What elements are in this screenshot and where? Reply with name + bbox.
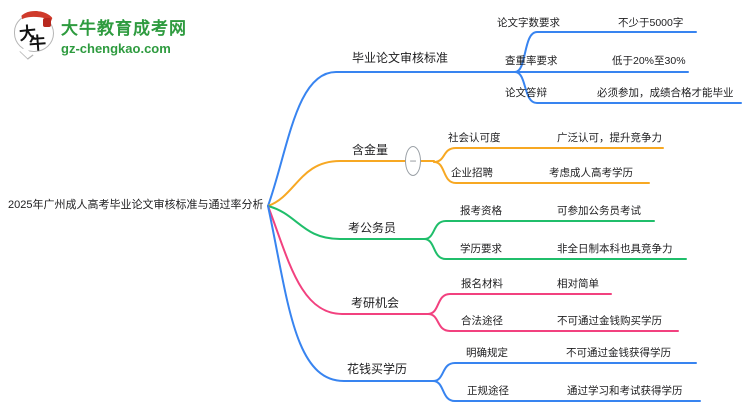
child-line-legal-channel: [427, 313, 679, 332]
site-url: gz-chengkao.com: [61, 41, 171, 56]
child-line-social-recognition: [433, 147, 664, 163]
node-formal-channel-value[interactable]: 通过学习和考试获得学历: [567, 385, 683, 397]
logo-speech-bubble-icon: 大 牛: [14, 9, 55, 60]
node-eligibility-label[interactable]: 报考资格: [460, 205, 502, 217]
branch-civil-service[interactable]: 考公务员: [348, 221, 397, 235]
branch-value[interactable]: 含金量: [352, 143, 389, 157]
minus-icon: −: [409, 154, 417, 168]
node-clear-rule-label[interactable]: 明确规定: [466, 347, 508, 359]
child-line-formal-channel: [432, 380, 701, 402]
node-defense-value[interactable]: 必须参加，成绩合格才能毕业: [597, 87, 734, 99]
child-line-clear-rule: [432, 362, 697, 382]
child-line-defense: [514, 71, 742, 104]
logo-red-seal: [43, 18, 51, 27]
branch-line-civil-service: [267, 205, 425, 240]
node-recruiting-value[interactable]: 考虑成人高考学历: [549, 167, 633, 179]
child-line-degree-requirement: [423, 238, 687, 260]
logo-char-2: 牛: [28, 33, 47, 55]
node-social-recognition-label[interactable]: 社会认可度: [448, 132, 501, 144]
central-topic[interactable]: 2025年广州成人高考毕业论文审核标准与通过率分析: [8, 199, 264, 211]
logo-text-block: 大牛教育成考网 gz-chengkao.com: [61, 14, 187, 56]
node-eligibility-value[interactable]: 可参加公务员考试: [557, 205, 641, 217]
node-degree-requirement-value[interactable]: 非全日制本科也具竞争力: [557, 243, 673, 255]
node-legal-channel-label[interactable]: 合法途径: [461, 315, 503, 327]
child-line-recruiting: [433, 161, 650, 184]
node-application-materials-value[interactable]: 相对简单: [557, 278, 599, 290]
node-formal-channel-label[interactable]: 正规途径: [467, 385, 509, 397]
branch-line-postgraduate: [267, 205, 429, 315]
node-defense-label[interactable]: 论文答辩: [505, 87, 547, 99]
branch-line-value: [267, 160, 406, 207]
node-clear-rule-value[interactable]: 不可通过金钱获得学历: [566, 347, 671, 359]
collapse-toggle-value-branch[interactable]: −: [405, 146, 421, 176]
node-word-count-value[interactable]: 不少于5000字: [618, 17, 684, 29]
branch-line-thesis-standards: [267, 71, 516, 207]
node-legal-channel-value[interactable]: 不可通过金钱购买学历: [557, 315, 662, 327]
node-word-count-label[interactable]: 论文字数要求: [497, 17, 560, 29]
branch-postgraduate[interactable]: 考研机会: [351, 296, 400, 310]
branch-line-buy-degree: [267, 205, 434, 382]
branch-thesis-standards[interactable]: 毕业论文审核标准: [352, 51, 449, 65]
site-logo: 大 牛 大牛教育成考网 gz-chengkao.com: [14, 9, 187, 60]
node-duplication-label[interactable]: 查重率要求: [505, 55, 558, 67]
node-application-materials-label[interactable]: 报名材料: [461, 278, 503, 290]
child-line-word-count: [514, 31, 697, 73]
node-degree-requirement-label[interactable]: 学历要求: [460, 243, 502, 255]
node-duplication-value[interactable]: 低于20%至30%: [612, 55, 686, 67]
node-recruiting-label[interactable]: 企业招聘: [451, 167, 493, 179]
child-line-application-materials: [427, 293, 612, 315]
node-social-recognition-value[interactable]: 广泛认可，提升竞争力: [557, 132, 662, 144]
child-line-eligibility: [423, 220, 655, 240]
branch-buy-degree[interactable]: 花钱买学历: [347, 362, 408, 376]
site-name: 大牛教育成考网: [61, 19, 187, 38]
